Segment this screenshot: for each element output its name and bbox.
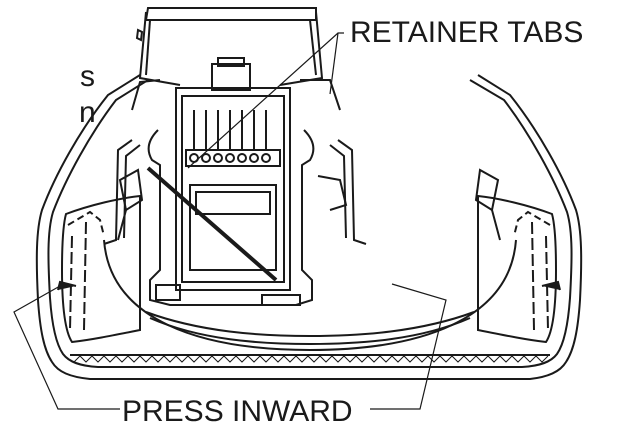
press-inward-leader-right [370,283,447,410]
press-inward-label: PRESS INWARD [122,395,353,428]
cutoff-text-line-2: n [79,96,96,129]
press-inward-leader-left [13,285,120,410]
cutoff-text-line-1: s [80,60,95,93]
lower-arc [103,239,517,352]
housing-body [35,74,583,380]
retainer-tabs-label: RETAINER TABS [350,16,583,49]
bottom-ribs [73,355,549,363]
leader-lines [13,32,447,410]
side-rails [103,79,367,245]
top-cover [135,7,324,86]
retainer-tabs-leader-right [329,32,339,95]
central-module [117,57,501,306]
right-press-tab [513,210,561,331]
